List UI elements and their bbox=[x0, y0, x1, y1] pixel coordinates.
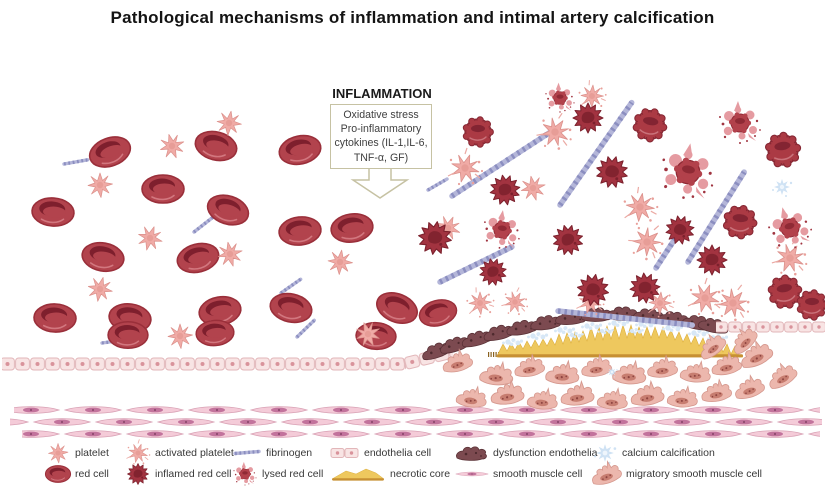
dysfunction-endothelia-icon bbox=[455, 446, 487, 461]
figure-title: Pathological mechanisms of inflammation … bbox=[110, 8, 715, 27]
legend-row: platelet activated platelet fibrinogen e… bbox=[45, 442, 805, 463]
legend-item-activated-platelet: activated platelet bbox=[125, 442, 234, 464]
fibrinogen-fragment bbox=[192, 215, 215, 234]
legend-item-necrotic-core: necrotic core bbox=[330, 463, 455, 485]
legend: platelet activated platelet fibrinogen e… bbox=[44, 442, 805, 488]
fibrinogen-strand bbox=[437, 244, 515, 285]
legend-label: red cell bbox=[75, 468, 109, 480]
legend-item-platelet: platelet bbox=[45, 442, 125, 464]
inflamed-red-cells bbox=[415, 102, 728, 309]
inflammation-line: cytokines (IL-1,IL-6, bbox=[334, 137, 428, 150]
legend-label: endothelia cell bbox=[364, 447, 432, 459]
legend-label: migratory smooth muscle cell bbox=[626, 468, 762, 480]
inflammation-heading: INFLAMMATION bbox=[332, 86, 432, 101]
smooth-muscle-layer bbox=[14, 404, 820, 416]
smooth-muscle-cell-icon bbox=[455, 471, 489, 477]
fibrinogen-strand bbox=[653, 231, 681, 271]
smooth-muscle-layer bbox=[22, 428, 820, 440]
down-arrow-icon bbox=[350, 167, 410, 199]
fibrinogen-strand bbox=[685, 169, 747, 265]
inflammation-line: TNF-α, GF) bbox=[353, 151, 409, 164]
legend-item-migratory-smooth-muscle-cell: migratory smooth muscle cell bbox=[588, 458, 805, 488]
inflammation-line: Oxidative stress bbox=[343, 109, 419, 121]
legend-label: necrotic core bbox=[390, 468, 451, 480]
endothelium-layer bbox=[2, 357, 406, 371]
activated-platelet-icon bbox=[125, 442, 151, 464]
necrotic-core-icon bbox=[331, 468, 385, 481]
calcium-calcification bbox=[772, 179, 793, 197]
fibrinogen-fragment bbox=[62, 158, 90, 166]
legend-item-dysfunction-endothelia: dysfunction endothelia bbox=[455, 442, 598, 464]
calcium-calcification-icon bbox=[594, 444, 617, 464]
legend-item-red-cell: red cell bbox=[44, 463, 125, 485]
legend-label: platelet bbox=[75, 447, 109, 459]
legend-item-calcium-calcification: calcium calcification bbox=[592, 442, 805, 464]
legend-item-lysed-red-cell: lysed red cell bbox=[232, 461, 330, 486]
migratory-smooth-muscle-cell-icon bbox=[588, 458, 624, 488]
legend-item-smooth-muscle-cell: smooth muscle cell bbox=[455, 463, 592, 485]
necrotic-core-base bbox=[497, 354, 743, 358]
platelet-icon bbox=[48, 442, 69, 464]
inflammation-box: Oxidative stress Pro-inflammatory cytoki… bbox=[330, 104, 432, 169]
fibrinogen-strand bbox=[555, 308, 696, 328]
legend-label: activated platelet bbox=[155, 447, 234, 459]
fibrinogen-strand bbox=[449, 125, 559, 199]
legend-label: smooth muscle cell bbox=[493, 468, 583, 480]
fibrinogen-fragment bbox=[426, 177, 449, 192]
fibrinogen-strand bbox=[557, 99, 635, 208]
smooth-muscle-layer bbox=[10, 416, 822, 428]
legend-label: calcium calcification bbox=[622, 447, 715, 459]
inflamed-red-cell-icon bbox=[127, 463, 149, 485]
lysed-red-cell-icon bbox=[233, 461, 257, 486]
fibrinogen-icon bbox=[233, 449, 261, 456]
legend-row: red cell inflamed red cell lysed red cel… bbox=[44, 458, 805, 488]
endothelium-layer bbox=[716, 321, 825, 333]
fibrinogen-fragment bbox=[295, 318, 316, 339]
inflammation-line: Pro-inflammatory bbox=[340, 123, 422, 136]
legend-item-endothelia-cell: endothelia cell bbox=[330, 442, 455, 464]
legend-item-fibrinogen: fibrinogen bbox=[232, 442, 330, 464]
legend-label: dysfunction endothelia bbox=[493, 447, 598, 459]
legend-label: inflamed red cell bbox=[155, 468, 232, 480]
fibrinogen-fragment bbox=[279, 277, 303, 295]
legend-item-inflamed-red-cell: inflamed red cell bbox=[125, 463, 232, 485]
red-cell-icon bbox=[44, 465, 72, 483]
legend-label: lysed red cell bbox=[262, 468, 324, 480]
legend-label: fibrinogen bbox=[266, 447, 313, 459]
endothelia-cell-icon bbox=[330, 448, 359, 458]
